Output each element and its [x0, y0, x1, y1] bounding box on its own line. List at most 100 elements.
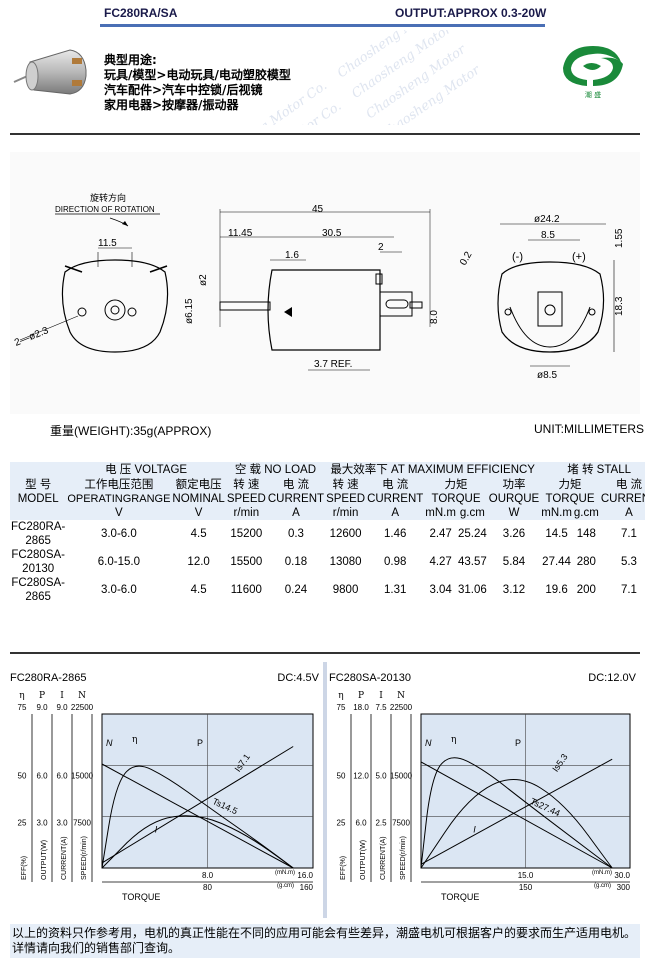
cell-st-torque-mn: 19.6 [540, 576, 573, 604]
axis-top-tick: 22500 [390, 703, 413, 712]
series-P-line [420, 779, 613, 869]
axis-mid-tick: 15000 [390, 772, 413, 781]
chart-right-subtitle: DC:12.0V [588, 672, 636, 684]
cell-nominal: 4.5 [171, 576, 226, 604]
unit-label: UNIT:MILLIMETERS [534, 422, 645, 436]
x-unit-bottom: (g.cm) [277, 883, 294, 889]
cell-range: 6.0-15.0 [66, 548, 172, 576]
section-divider [10, 652, 640, 654]
me-current-cn-header: 电 流 [366, 478, 425, 492]
axis-name: OUTPUT(W) [41, 840, 48, 880]
axis-top-tick: 75 [337, 703, 346, 712]
axis-header: N [78, 691, 86, 701]
x-unit-bottom: (g.cm) [594, 883, 611, 889]
cell-me-torque-mn: 4.27 [424, 548, 457, 576]
nl-current-en-header: CURRENT [266, 492, 326, 506]
chart-separator [323, 662, 327, 918]
series-I-line [101, 746, 294, 864]
axis-low-tick: 3.0 [36, 818, 48, 827]
series-eta-line [420, 757, 613, 869]
axis-header: η [19, 691, 24, 701]
me-current-en-header: CURRENT [366, 492, 425, 506]
cell-st-current: 7.1 [599, 520, 645, 548]
cell-st-torque-mn: 14.5 [540, 520, 573, 548]
me-speed-cn-header: 转 速 [325, 478, 367, 492]
end-view-right: ø24.2 8.5 1.55 18.3 0.2 (-) (+) ø8.5 [458, 214, 625, 381]
cell-nominal: 4.5 [171, 520, 226, 548]
axis-header: η [338, 691, 343, 701]
cell-st-torque-g: 280 [572, 548, 600, 576]
unit-cell: r/min [325, 506, 367, 520]
dim-phi24-2: ø24.2 [534, 214, 560, 225]
logo-text: 潮 盛 [585, 90, 601, 98]
end-view-left: 旋转方向 DIRECTION OF ROTATION 11.5 2—ø2.3 [13, 192, 169, 353]
nominal-en-header: NOMINAL [171, 492, 226, 506]
dim-11-5: 11.5 [98, 238, 117, 249]
axis-top-tick: 7.5 [375, 703, 387, 712]
series-N-line [420, 761, 613, 869]
group-voltage: 电 压 VOLTAGE [66, 462, 226, 478]
cell-range: 3.0-6.0 [66, 576, 172, 604]
series-N-line [101, 763, 294, 869]
x-unit-top: (mN.m) [592, 870, 612, 876]
dim-8-5: 8.5 [541, 230, 555, 241]
chart-left-title: FC280RA-2865 [10, 672, 87, 684]
x-tick-bottom: 150 [519, 883, 533, 892]
st-torque-en-header: TORQUE [540, 492, 600, 506]
series-eta-line [101, 765, 294, 869]
applications: 典型用途: 玩具/模型>电动玩具/电动塑胶模型 汽车配件>汽车中控锁/后视镜 家… [104, 53, 291, 113]
cell-nl-speed: 15200 [225, 520, 267, 548]
cell-st-torque-mn: 27.44 [540, 548, 573, 576]
output-range: OUTPUT:APPROX 0.3-20W [395, 6, 547, 20]
cell-nominal: 12.0 [171, 548, 226, 576]
x-tick-bottom: 80 [203, 883, 212, 892]
axis-name: SPEED(r/min) [81, 836, 88, 880]
unit-cell: A [266, 506, 326, 520]
x-tick-bottom: 300 [617, 883, 631, 892]
cell-me-output: 3.26 [487, 520, 541, 548]
x-axis-label: TORQUE [441, 892, 479, 902]
axis-mid-tick: 15000 [71, 772, 94, 781]
st-current-en-header: CURRENT [599, 492, 645, 506]
weight-label: 重量(WEIGHT):35g(APPROX) [50, 424, 212, 438]
unit-cell: A [366, 506, 425, 520]
chart-left-plot: η755025EFF(%)P9.06.03.0OUTPUT(W)I9.06.03… [18, 691, 314, 902]
axis-low-tick: 7500 [392, 818, 410, 827]
dim-11-45: 11.45 [228, 228, 253, 239]
cell-nl-current: 0.24 [266, 576, 326, 604]
axis-mid-tick: 5.0 [375, 772, 387, 781]
company-logo: 潮 盛 [557, 38, 629, 99]
cell-me-output: 3.12 [487, 576, 541, 604]
axis-low-tick: 7500 [73, 818, 91, 827]
axis-header: I [379, 691, 383, 701]
rotation-cn-label: 旋转方向 [90, 192, 126, 203]
cell-me-torque-g: 31.06 [456, 576, 488, 604]
cell-me-output: 5.84 [487, 548, 541, 576]
curve-label-i: I [155, 825, 158, 835]
applications-title: 典型用途: [104, 53, 157, 67]
axis-top-tick: 9.0 [56, 703, 68, 712]
nl-speed-cn-header: 转 速 [225, 478, 267, 492]
table-row: FC280SA-2865 3.0-6.0 4.5 11600 0.24 9800… [10, 576, 645, 604]
axis-low-tick: 25 [337, 818, 346, 827]
axis-top-tick: 9.0 [36, 703, 48, 712]
terminal-plus-label: (+) [572, 251, 586, 263]
unit-cell: V [66, 506, 172, 520]
unit-cell: g.cm [456, 506, 488, 520]
model-cn-header: 型 号 [25, 479, 52, 491]
axis-name: CURRENT(A) [61, 836, 68, 880]
side-view: 45 11.45 30.5 1.6 2 ø2 ø6.15 8.0 3.7 REF… [184, 204, 440, 371]
axis-low-tick: 3.0 [56, 818, 68, 827]
unit-cell: W [487, 506, 541, 520]
application-line: 玩具/模型>电动玩具/电动塑胶模型 [104, 68, 291, 82]
me-torque-en-header: TORQUE [424, 492, 488, 506]
axis-header: P [358, 691, 364, 701]
x-unit-top: (mN.m) [275, 870, 295, 876]
axis-name: OUTPUT(W) [360, 840, 367, 880]
curve-label-n: N [425, 738, 432, 748]
unit-cell: mN.m [540, 506, 573, 520]
dim-phi6-15: ø6.15 [184, 298, 195, 324]
cell-me-speed: 12600 [325, 520, 367, 548]
x-tick-top: 16.0 [297, 871, 313, 880]
